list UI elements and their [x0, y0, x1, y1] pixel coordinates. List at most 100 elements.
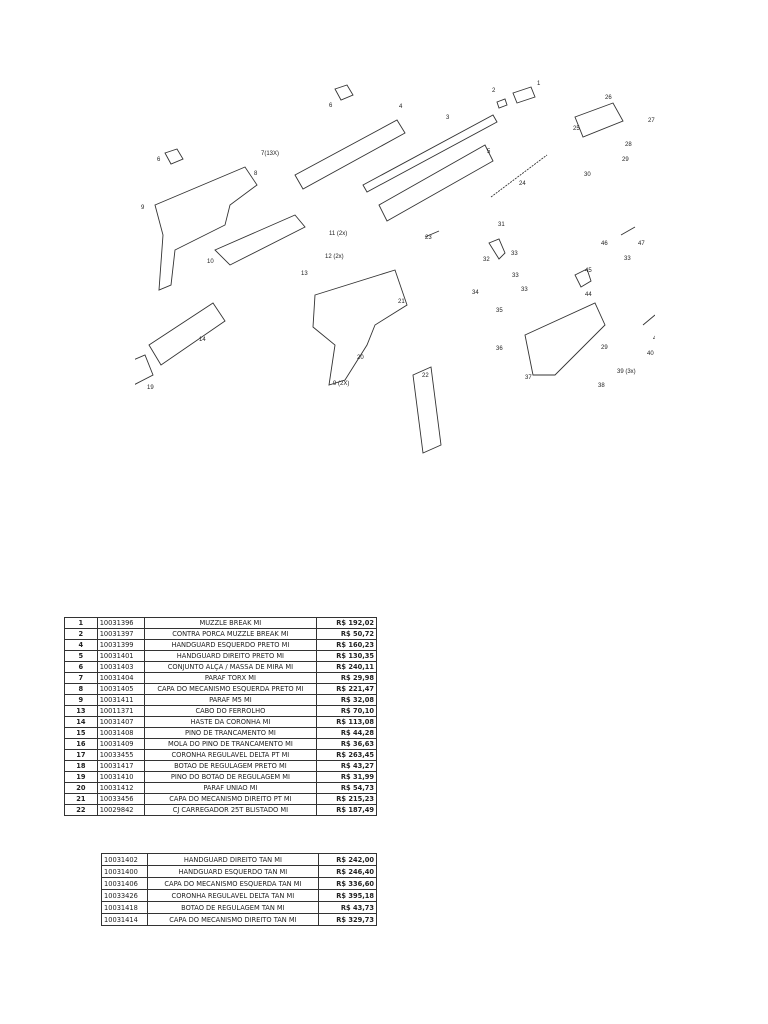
callout-label: 29: [601, 345, 608, 351]
callout-label: 27: [648, 118, 655, 124]
item-number: 16: [64, 738, 98, 750]
part-code: 10031406: [100, 877, 149, 890]
part-price: R$ 240,11: [316, 661, 377, 673]
callout-label: 38: [598, 383, 605, 389]
callout-label: 11 (2x): [329, 231, 347, 237]
item-number: 18: [64, 760, 98, 772]
item-number: 19: [64, 771, 98, 783]
part-description: CORONHA REGULAVEL DELTA TAN MI: [147, 889, 319, 902]
item-number: 9: [64, 694, 98, 706]
part-code: 10033456: [96, 793, 145, 805]
part-small-2: [620, 226, 636, 236]
part-bolt: [574, 102, 624, 138]
callout-label: 12 (2x): [325, 254, 344, 260]
part-code: 10031410: [96, 771, 145, 783]
part-small-3: [642, 314, 656, 326]
callout-label: 9 (2X): [333, 381, 349, 387]
callout-label: 25: [573, 126, 580, 132]
part-price: R$ 329,73: [317, 913, 378, 926]
part-description: CAPA DO MECANISMO ESQUERDA TAN MI: [147, 877, 319, 890]
part-price: R$ 36,63: [316, 738, 377, 750]
callout-label: 26: [605, 95, 612, 101]
callout-label: 40: [647, 351, 654, 357]
callout-label: 33: [512, 273, 519, 279]
part-price: R$ 242,00: [317, 853, 378, 866]
part-description: MOLA DO PINO DE TRANCAMENTO MI: [143, 738, 318, 750]
part-stock-tube: [148, 302, 226, 366]
item-number: 8: [64, 683, 98, 695]
callout-label: 13: [301, 271, 308, 277]
part-trigger-group: [524, 302, 606, 376]
callout-label: 35: [496, 308, 503, 314]
part-muzzle-nut: [496, 98, 508, 109]
callout-label: 47: [638, 241, 645, 247]
part-description: CONJUNTO ALÇA / MASSA DE MIRA MI: [143, 661, 318, 673]
callout-label: 22: [422, 373, 429, 379]
item-number: 2: [64, 628, 98, 640]
callout-label: 3: [446, 115, 450, 121]
part-sight-1: [334, 84, 354, 101]
part-code: 10031417: [96, 760, 145, 772]
callout-label: 20: [357, 355, 364, 361]
callout-label: 34: [472, 290, 479, 296]
part-price: R$ 336,60: [317, 877, 378, 890]
part-description: BOTAO DE REGULAGEM PRETO MI: [143, 760, 318, 772]
item-number: 4: [64, 639, 98, 651]
callout-label: 2: [492, 88, 496, 94]
part-description: HANDGUARD ESQUERDO PRETO MI: [143, 639, 318, 651]
callout-label: 39 (3x): [617, 369, 636, 375]
part-description: MUZZLE BREAK MI: [143, 617, 318, 629]
callout-label: 41: [653, 336, 655, 342]
part-description: CABO DO FERROLHO: [143, 705, 318, 717]
part-description: BOTAO DE REGULAGEM TAN MI: [147, 901, 319, 914]
callout-label: 21: [398, 299, 405, 305]
part-price: R$ 31,99: [316, 771, 377, 783]
callout-label: 23: [425, 235, 432, 241]
part-price: R$ 44,28: [316, 727, 377, 739]
item-number: 13: [64, 705, 98, 717]
part-description: CJ CARREGADOR 25T BLISTADO MI: [143, 804, 318, 816]
callout-label: 33: [521, 287, 528, 293]
part-handguard-right: [378, 144, 494, 222]
part-code: 10031400: [100, 865, 149, 878]
part-price: R$ 160,23: [316, 639, 377, 651]
part-description: HANDGUARD DIREITO PRETO MI: [143, 650, 318, 662]
callout-label: 1: [537, 81, 541, 87]
callout-label: 30: [584, 172, 591, 178]
item-number: 15: [64, 727, 98, 739]
callout-label: 36: [496, 346, 503, 352]
item-number: 5: [64, 650, 98, 662]
callout-label: 37: [525, 375, 532, 381]
callout-label: 14: [199, 337, 206, 343]
part-10: [214, 214, 306, 266]
part-receiver-right: [312, 269, 408, 386]
part-description: HASTE DA CORONHA MI: [143, 716, 318, 728]
part-code: 10031405: [96, 683, 145, 695]
callout-label: 31: [498, 222, 505, 228]
callout-label: 28: [625, 142, 632, 148]
part-description: HANDGUARD ESQUERDO TAN MI: [147, 865, 319, 878]
part-code: 10031404: [96, 672, 145, 684]
part-price: R$ 130,35: [316, 650, 377, 662]
callout-label: 33: [624, 256, 631, 262]
part-price: R$ 221,47: [316, 683, 377, 695]
item-number: 14: [64, 716, 98, 728]
part-code: 10031407: [96, 716, 145, 728]
part-code: 10031418: [100, 901, 149, 914]
part-receiver-left: [154, 166, 258, 291]
item-number: 6: [64, 661, 98, 673]
part-code: 10033455: [96, 749, 145, 761]
item-number: 7: [64, 672, 98, 684]
